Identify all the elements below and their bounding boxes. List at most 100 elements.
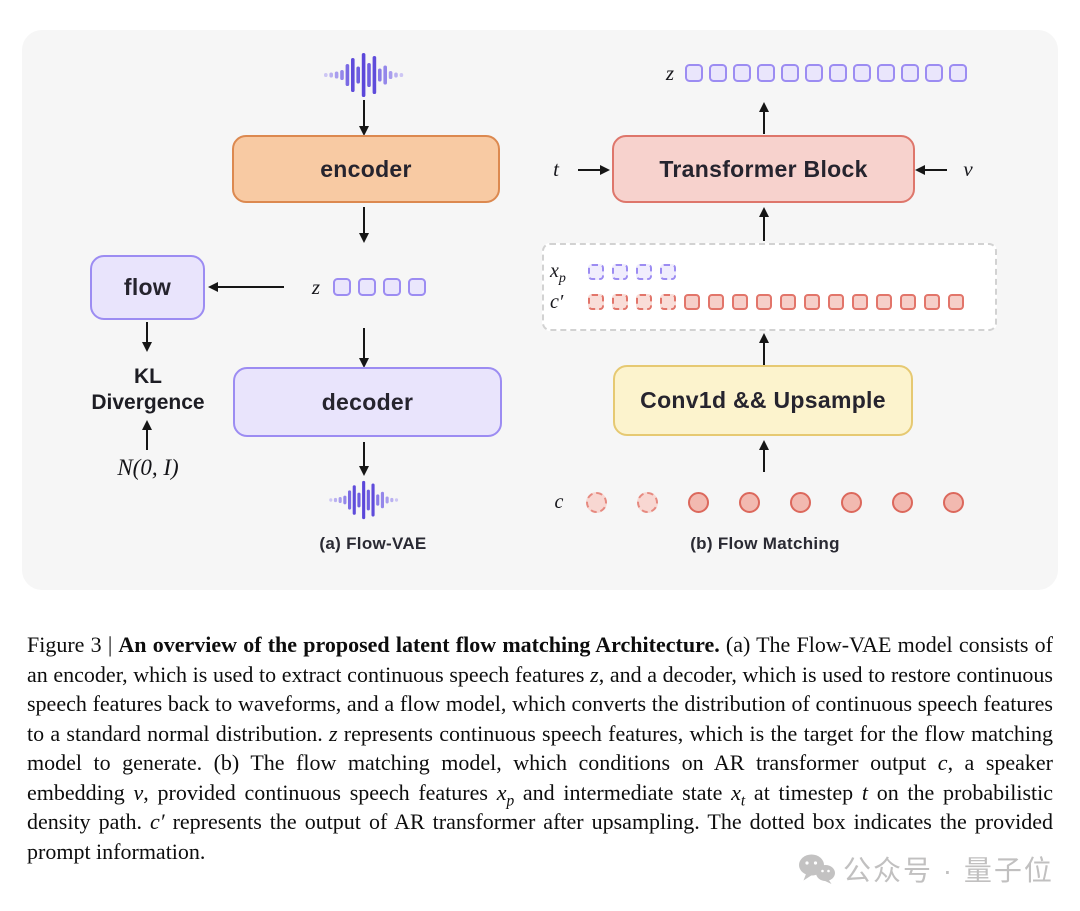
token (636, 264, 652, 280)
z-latent-label: z (311, 275, 321, 299)
token (636, 294, 652, 310)
token (948, 294, 964, 310)
arrow (358, 328, 369, 368)
caption-segment: An overview of the proposed latent flow … (118, 632, 720, 657)
token (756, 294, 772, 310)
token (780, 294, 796, 310)
token (949, 64, 967, 82)
xp-token-row (588, 264, 676, 280)
token (660, 264, 676, 280)
caption-segment: and intermediate state (514, 779, 732, 805)
panel-a-caption: (a) Flow-VAE (319, 534, 427, 553)
token (925, 64, 943, 82)
token (637, 492, 658, 513)
token (685, 64, 703, 82)
diagram-panel: encoder z flow KL Divergence N(0, I) dec… (22, 30, 1058, 590)
token (739, 492, 760, 513)
token (804, 294, 820, 310)
token (877, 64, 895, 82)
conv-upsample-box: Conv1d && Upsample (613, 365, 913, 436)
caption-segment: Figure 3 | (27, 632, 119, 657)
panel-b-caption: (b) Flow Matching (690, 534, 840, 553)
caption-segment: x (731, 779, 741, 805)
token (588, 294, 604, 310)
c-prime-label: c′ (550, 291, 564, 313)
caption-segment: , and a decoder, which is used to restor… (27, 661, 1053, 746)
encoder-box: encoder (232, 135, 500, 203)
token (757, 64, 775, 82)
arrow (758, 207, 769, 241)
arrow (358, 100, 369, 136)
token (708, 294, 724, 310)
arrow (358, 207, 369, 243)
token (901, 64, 919, 82)
token (732, 294, 748, 310)
arrow (208, 281, 284, 292)
token (733, 64, 751, 82)
token (660, 294, 676, 310)
decoder-box: decoder (233, 367, 502, 437)
token (781, 64, 799, 82)
xp-label: xp (550, 260, 566, 286)
flow-box: flow (90, 255, 205, 320)
caption-segment: z (328, 720, 338, 746)
token (333, 278, 351, 296)
caption-segment: t (861, 779, 868, 805)
c-token-row (586, 492, 964, 513)
token (829, 64, 847, 82)
waveform-icon (324, 53, 404, 97)
normal-distribution-label: N(0, I) (117, 455, 179, 480)
caption-segment: represents the output of AR transformer … (27, 809, 1053, 865)
decoder-label: decoder (321, 388, 414, 415)
caption-segment: x (496, 779, 507, 805)
token (684, 294, 700, 310)
flow-label: flow (123, 274, 172, 300)
prompt-dashed-box (542, 243, 997, 331)
caption-segment: c (937, 750, 948, 776)
token (586, 492, 607, 513)
caption-segment: represents continuous speech features, w… (27, 720, 1053, 776)
arrow (141, 420, 152, 450)
conv-upsample-label: Conv1d && Upsample (640, 387, 886, 413)
caption-segment: , a speaker embedding (27, 750, 1053, 805)
z-output-label: z (665, 61, 675, 85)
caption-segment: at timestep (745, 779, 862, 805)
token (709, 64, 727, 82)
token (828, 294, 844, 310)
token (900, 294, 916, 310)
c-prime-token-row (588, 294, 964, 310)
token (892, 492, 913, 513)
caption-segment: z (590, 661, 599, 687)
wechat-icon (799, 854, 835, 884)
waveform-icon (329, 480, 399, 520)
token (408, 278, 426, 296)
encoder-label: encoder (320, 155, 412, 182)
caption-segment: (a) The Flow-VAE model consists of an en… (27, 632, 1054, 687)
caption-segment: , provided continuous speech features (143, 779, 497, 805)
token (612, 264, 628, 280)
watermark-text: 公众号 · 量子位 (843, 855, 1054, 886)
token (876, 294, 892, 310)
token (853, 64, 871, 82)
caption-segment: p (506, 792, 515, 810)
z-output-token-row (685, 64, 967, 82)
caption-segment: v (133, 779, 144, 805)
caption-segment: t (740, 792, 746, 810)
speaker-embedding-label: v (963, 157, 973, 181)
transformer-block-box: Transformer Block (612, 135, 915, 203)
arrow (758, 102, 769, 134)
arrow (578, 164, 610, 175)
token (612, 294, 628, 310)
caption-segment: on the probabilistic density path. (27, 779, 1054, 835)
token (588, 264, 604, 280)
token (924, 294, 940, 310)
token (358, 278, 376, 296)
z-token-row (333, 278, 426, 296)
figure-caption: Figure 3 | An overview of the proposed l… (27, 630, 1053, 867)
caption-segment: c′ (149, 809, 165, 835)
arrow (758, 333, 769, 365)
token (688, 492, 709, 513)
arrow (141, 322, 152, 352)
arrow (915, 164, 947, 175)
